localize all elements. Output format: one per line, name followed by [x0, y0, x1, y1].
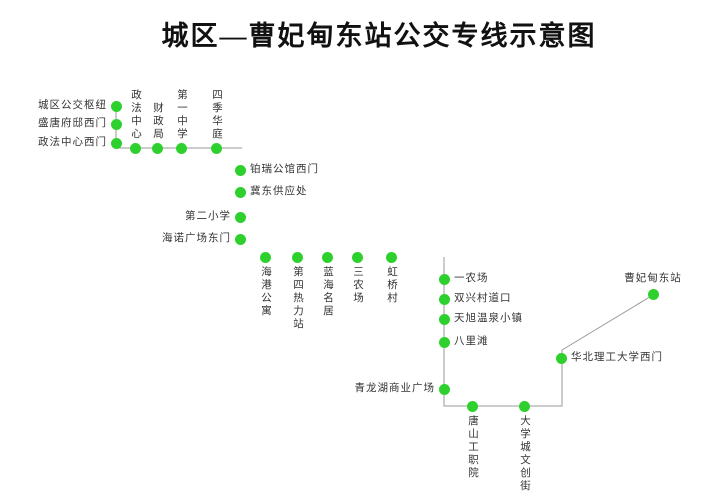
station-label: 天旭温泉小镇 [454, 313, 523, 324]
station-dot [438, 293, 450, 305]
station-dot [129, 142, 141, 154]
station-label: 大学城文创街 [519, 415, 530, 493]
station-label: 一农场 [454, 273, 489, 284]
station-dot [385, 251, 397, 263]
station-label: 第二小学 [185, 211, 231, 222]
station-dot [259, 251, 271, 263]
station-dot [234, 233, 246, 245]
station-label: 双兴村道口 [454, 293, 512, 304]
station-label: 政法中心 [130, 89, 141, 141]
station-dot [291, 251, 303, 263]
station-dot [110, 118, 122, 130]
station-dot [466, 400, 478, 412]
station-label: 八里滩 [454, 336, 489, 347]
station-label: 海诺广场东门 [162, 233, 231, 244]
route-line [443, 257, 654, 407]
station-dot [175, 142, 187, 154]
station-label: 第四热力站 [292, 266, 303, 331]
station-label: 唐山工职院 [467, 415, 478, 480]
station-dot [234, 186, 246, 198]
station-dot [647, 288, 659, 300]
station-dot [555, 352, 567, 364]
station-label: 财政局 [152, 102, 163, 141]
station-dot [438, 383, 450, 395]
station-dot [438, 313, 450, 325]
station-label: 曹妃甸东站 [624, 273, 682, 284]
diagram-title: 城区—曹妃甸东站公交专线示意图 [161, 21, 597, 51]
station-dot [234, 164, 246, 176]
station-label: 青龙湖商业广场 [354, 383, 435, 394]
station-dot [110, 100, 122, 112]
station-label: 四季华庭 [211, 89, 222, 141]
station-label: 海港公寓 [260, 266, 271, 318]
station-label: 冀东供应处 [250, 186, 308, 197]
station-dot [151, 142, 163, 154]
station-dot [438, 336, 450, 348]
station-label: 第一中学 [176, 89, 187, 141]
station-dot [438, 273, 450, 285]
station-dot [518, 400, 530, 412]
station-dot [234, 211, 246, 223]
station-dot [210, 142, 222, 154]
station-label: 铂瑞公馆西门 [250, 164, 319, 175]
station-dot [110, 137, 122, 149]
station-label: 蓝海名居 [322, 266, 333, 318]
station-label: 政法中心西门 [38, 137, 107, 148]
station-label: 三农场 [352, 266, 363, 305]
station-label: 虹桥村 [386, 266, 397, 305]
station-dot [321, 251, 333, 263]
station-label: 华北理工大学西门 [571, 352, 663, 363]
station-label: 盛唐府邸西门 [38, 118, 107, 129]
station-label: 城区公交枢纽 [38, 100, 107, 111]
station-dot [351, 251, 363, 263]
